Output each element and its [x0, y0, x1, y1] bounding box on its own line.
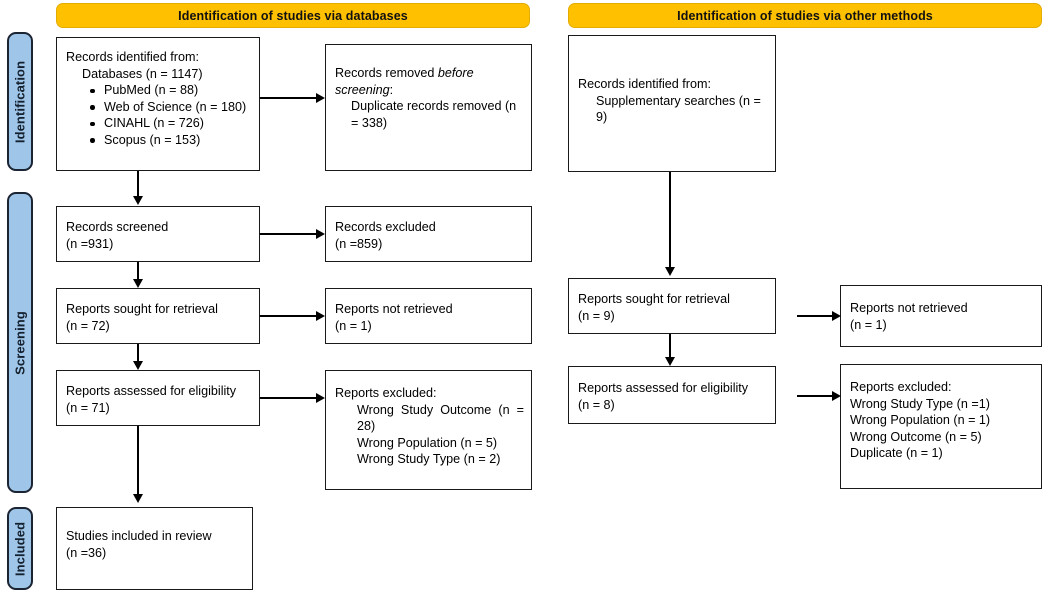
box-studies-included-in-review: Studies included in review (n =36): [56, 507, 253, 590]
arrow-identified-to-screened: [132, 196, 143, 205]
box-reports-not-retrieved: Reports not retrieved (n = 1): [325, 288, 532, 344]
right-reports-excluded-line-2: Wrong Study Type (n =1): [850, 396, 990, 411]
connector-right-sought-to-assessed: [669, 334, 671, 361]
list-item: Web of Science (n = 180): [90, 99, 252, 116]
reports-sought-line-2: (n = 72): [66, 318, 110, 333]
connector-identified-to-removed: [260, 97, 317, 99]
arrow-right-sought-to-assessed: [664, 357, 675, 366]
right-records-identified-line-2: Supplementary searches (n = 9): [596, 93, 761, 125]
right-reports-sought-line-2: (n = 9): [578, 308, 615, 323]
records-removed-line-2a: screening: [335, 82, 390, 97]
arrow-sought-to-not-retrieved: [316, 310, 325, 321]
records-removed-line-3: Duplicate records removed (n = 338): [351, 99, 517, 130]
right-reports-excluded-line-1: Reports excluded:: [850, 380, 952, 394]
arrow-right-identified-to-sought: [664, 267, 675, 276]
box-records-removed-before-screening: Records removed before screening: Duplic…: [325, 44, 532, 171]
connector-assessed-to-included: [137, 426, 139, 498]
arrow-assessed-to-included: [132, 494, 143, 503]
list-item: CINAHL (n = 726): [90, 115, 252, 132]
connector-assessed-to-excluded: [260, 397, 317, 399]
arrow-screened-to-sought: [132, 279, 143, 288]
records-excluded-line-2: (n =859): [335, 236, 383, 251]
studies-included-line-2: (n =36): [66, 545, 107, 560]
right-reports-excluded-line-4: Wrong Outcome (n = 5): [850, 429, 982, 444]
records-identified-line-2: Databases (n = 1147): [82, 66, 203, 81]
section-header-databases-label: Identification of studies via databases: [178, 8, 408, 23]
arrow-right-assessed-to-excluded: [832, 390, 841, 401]
connector-screened-to-excluded: [260, 233, 317, 235]
studies-included-line-1: Studies included in review: [66, 529, 212, 543]
connector-right-identified-to-sought: [669, 172, 671, 270]
reports-excluded-line-3: Wrong Population (n = 5): [357, 435, 498, 450]
records-removed-line-2b: :: [389, 82, 394, 97]
stage-tab-included-label: Included: [12, 521, 28, 576]
stage-tab-identification: Identification: [7, 32, 33, 171]
stage-tab-screening-label: Screening: [12, 310, 28, 375]
right-reports-sought-line-1: Reports sought for retrieval: [578, 292, 730, 306]
stage-tab-identification-label: Identification: [12, 60, 28, 143]
connector-right-assessed-to-excluded: [797, 395, 833, 397]
box-right-reports-not-retrieved: Reports not retrieved (n = 1): [840, 285, 1042, 347]
right-reports-excluded-line-5: Duplicate (n = 1): [850, 446, 943, 460]
arrow-right-sought-to-not-retrieved: [832, 310, 841, 321]
connector-screened-to-sought: [137, 262, 139, 283]
right-reports-not-retrieved-line-1: Reports not retrieved: [850, 301, 968, 315]
connector-right-sought-to-not-retrieved: [797, 315, 833, 317]
section-header-other-methods: Identification of studies via other meth…: [568, 3, 1042, 28]
connector-sought-to-not-retrieved: [260, 315, 317, 317]
reports-assessed-line-1: Reports assessed for eligibility: [66, 384, 237, 398]
reports-not-retrieved-line-1: Reports not retrieved: [335, 302, 453, 316]
right-reports-assessed-line-1: Reports assessed for eligibility: [578, 381, 749, 395]
records-screened-line-1: Records screened: [66, 220, 169, 234]
stage-tab-included: Included: [7, 507, 33, 590]
reports-excluded-line-1: Reports excluded:: [335, 386, 437, 400]
arrow-assessed-to-excluded: [316, 392, 325, 403]
right-reports-excluded-line-3: Wrong Population (n = 1): [850, 413, 991, 427]
reports-excluded-line-4: Wrong Study Type (n = 2): [357, 452, 501, 466]
records-identified-bullet-list: PubMed (n = 88) Web of Science (n = 180)…: [66, 82, 252, 148]
list-item: Scopus (n = 153): [90, 132, 252, 149]
connector-sought-to-assessed: [137, 344, 139, 365]
right-records-identified-line-1: Records identified from:: [578, 77, 711, 91]
reports-excluded-line-2: Wrong Study Outcome (n = 28): [357, 402, 524, 434]
box-records-screened: Records screened (n =931): [56, 206, 260, 262]
section-header-databases: Identification of studies via databases: [56, 3, 530, 28]
records-identified-line-1: Records identified from:: [66, 50, 199, 64]
box-records-excluded: Records excluded (n =859): [325, 206, 532, 262]
box-reports-assessed-for-eligibility: Reports assessed for eligibility (n = 71…: [56, 370, 260, 426]
list-item: PubMed (n = 88): [90, 82, 252, 99]
records-screened-line-2: (n =931): [66, 236, 114, 251]
stage-tab-screening: Screening: [7, 192, 33, 493]
box-records-identified-databases: Records identified from: Databases (n = …: [56, 37, 260, 171]
box-reports-sought-for-retrieval: Reports sought for retrieval (n = 72): [56, 288, 260, 344]
reports-assessed-line-2: (n = 71): [66, 400, 110, 415]
reports-not-retrieved-line-2: (n = 1): [335, 318, 372, 333]
box-records-identified-other-methods: Records identified from: Supplementary s…: [568, 35, 776, 172]
records-removed-line-1a: Records removed: [335, 66, 438, 80]
arrow-identified-to-removed: [316, 92, 325, 103]
records-removed-line-1b: before: [437, 66, 474, 80]
box-right-reports-excluded: Reports excluded: Wrong Study Type (n =1…: [840, 364, 1042, 489]
reports-sought-line-1: Reports sought for retrieval: [66, 302, 218, 316]
records-excluded-line-1: Records excluded: [335, 220, 436, 234]
box-right-reports-assessed-for-eligibility: Reports assessed for eligibility (n = 8): [568, 366, 776, 424]
connector-identified-to-screened: [137, 171, 139, 199]
arrow-screened-to-excluded: [316, 228, 325, 239]
right-reports-assessed-line-2: (n = 8): [578, 397, 615, 412]
section-header-other-methods-label: Identification of studies via other meth…: [677, 8, 933, 23]
box-right-reports-sought-for-retrieval: Reports sought for retrieval (n = 9): [568, 278, 776, 334]
arrow-sought-to-assessed: [132, 361, 143, 370]
right-reports-not-retrieved-line-2: (n = 1): [850, 317, 887, 332]
box-reports-excluded: Reports excluded: Wrong Study Outcome (n…: [325, 370, 532, 490]
